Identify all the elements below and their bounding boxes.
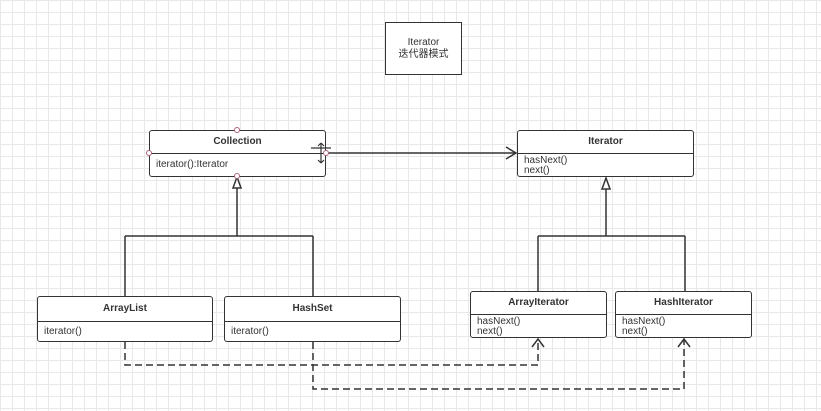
method: hasNext() [622, 316, 666, 327]
class-arrayiterator[interactable]: ArrayIterator hasNext()next() [470, 291, 607, 338]
method: iterator() [231, 326, 269, 337]
anchor-handle[interactable] [146, 150, 152, 156]
method: iterator():Iterator [156, 159, 229, 170]
anchor-handle[interactable] [323, 150, 329, 156]
method: hasNext() [524, 155, 568, 166]
move-cursor-icon [311, 142, 331, 164]
class-hashiterator[interactable]: HashIterator hasNext()next() [615, 291, 752, 338]
class-arraylist[interactable]: ArrayList iterator() [37, 296, 213, 342]
class-iterator[interactable]: Iterator hasNext()next() [517, 130, 694, 177]
dependency-arrowhead-2 [677, 337, 691, 348]
anchor-handle[interactable] [234, 127, 240, 133]
method: next() [622, 326, 648, 337]
method: iterator() [44, 326, 82, 337]
class-name: HashIterator [616, 292, 751, 315]
title-note[interactable]: Iterator 迭代器模式 [385, 22, 462, 75]
method: next() [477, 326, 503, 337]
generalization-collection[interactable] [124, 188, 314, 296]
dependency-hashset-hashiterator[interactable] [312, 339, 685, 390]
anchor-handle[interactable] [234, 173, 240, 179]
dependency-arraylist-arrayiterator[interactable] [124, 339, 539, 366]
note-title: Iterator [407, 37, 440, 48]
class-name: ArrayList [38, 297, 212, 322]
association-arrowhead [505, 146, 518, 160]
note-subtitle: 迭代器模式 [398, 49, 449, 60]
class-collection[interactable]: Collection iterator():Iterator [149, 130, 326, 177]
class-name: Iterator [518, 131, 693, 154]
class-name: Collection [150, 131, 325, 154]
method: next() [524, 165, 550, 176]
class-hashset[interactable]: HashSet iterator() [224, 296, 401, 342]
generalization-triangle-iterator [600, 175, 612, 190]
dependency-arrowhead-1 [531, 337, 545, 348]
class-name: ArrayIterator [471, 292, 606, 315]
class-name: HashSet [225, 297, 400, 322]
method: hasNext() [477, 316, 521, 327]
generalization-iterator[interactable] [537, 189, 686, 291]
generalization-triangle-collection [231, 174, 243, 189]
